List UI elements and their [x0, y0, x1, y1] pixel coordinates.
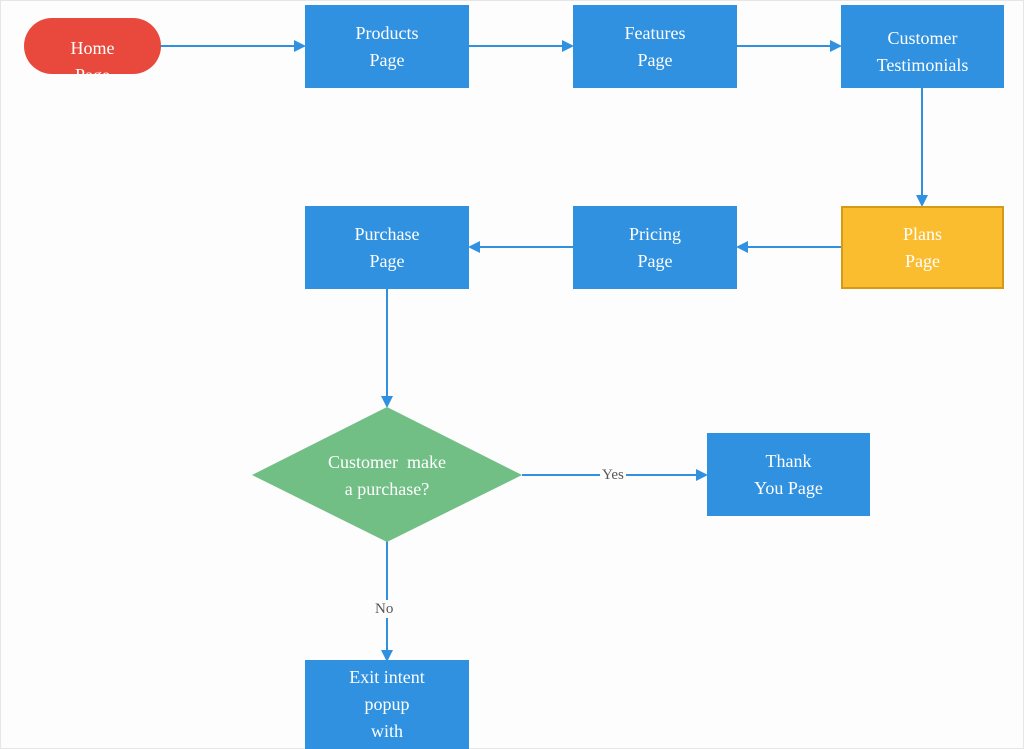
node-home-page-label: Home Page — [70, 38, 115, 74]
edge-label-yes: Yes — [600, 466, 626, 484]
node-customer-testimonials: Customer Testimonials — [841, 5, 1004, 88]
node-thank-you-page: Thank You Page — [707, 433, 870, 516]
node-products-page: Products Page — [305, 5, 469, 88]
node-home-page: Home Page — [24, 18, 161, 74]
node-plans-page: Plans Page — [841, 206, 1004, 289]
node-purchase-page-label: Purchase Page — [354, 223, 420, 271]
node-thank-you-page-label: Thank You Page — [754, 450, 823, 498]
edge-label-no: No — [373, 600, 396, 618]
node-customer-testimonials-label: Customer Testimonials — [876, 28, 969, 75]
node-exit-intent-popup: Exit intent popup with — [305, 660, 469, 749]
node-exit-intent-popup-label: Exit intent popup with — [349, 667, 425, 741]
node-features-page: Features Page — [573, 5, 737, 88]
node-plans-page-label: Plans Page — [902, 223, 942, 271]
node-pricing-page-label: Pricing Page — [629, 223, 681, 271]
node-pricing-page: Pricing Page — [573, 206, 737, 289]
node-decision-label: Customer make a purchase? — [328, 452, 446, 499]
node-purchase-page: Purchase Page — [305, 206, 469, 289]
node-products-page-label: Products Page — [355, 22, 419, 70]
decision-diamond — [252, 407, 522, 542]
node-features-page-label: Features Page — [624, 22, 686, 70]
